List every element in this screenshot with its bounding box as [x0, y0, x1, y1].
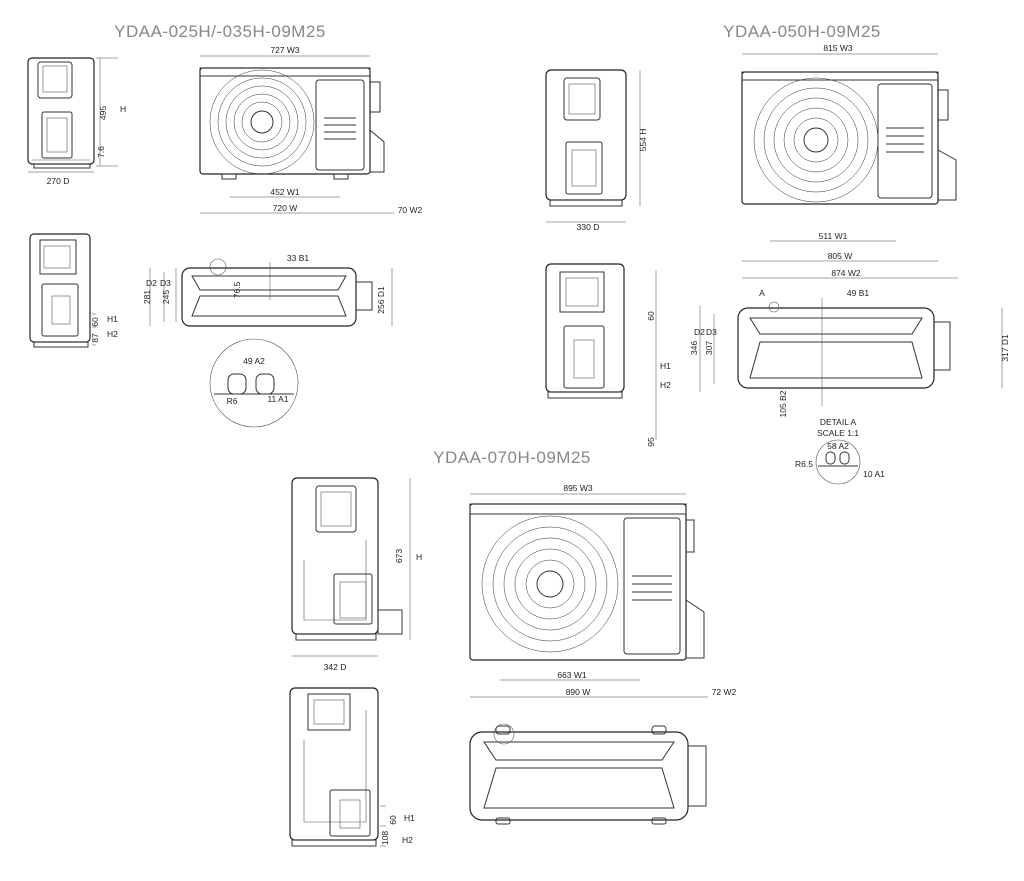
model-c-h1-value: 60 [388, 815, 398, 825]
model-a-a1: 11 A1 [267, 394, 288, 404]
model-b-w2: 874 W2 [831, 268, 861, 278]
model-b-side-view: 554 H 330 D [545, 69, 648, 232]
model-b-h1-label: H1 [660, 361, 671, 371]
model-b-radius: R6.5 [795, 459, 813, 469]
model-b-b1: 49 B1 [847, 288, 869, 298]
model-a-radius: R6 [227, 396, 238, 406]
model-b-detail-marker: A [759, 288, 765, 298]
model-a-c765: 76.5 [232, 281, 242, 298]
model-b-d2-value: 346 [689, 341, 699, 355]
model-b-height: 554 H [638, 129, 648, 152]
model-c-w: 890 W [566, 687, 591, 697]
model-b-rear-view: 60 H1 H2 95 [545, 263, 671, 447]
model-b-front-view: 815 W3 511 W1 805 W 874 W2 [741, 43, 958, 279]
model-c-front-view: 895 W3 663 W1 890 W 72 W2 [469, 483, 737, 698]
model-a-top-view: 33 B1 D2 D3 281 245 76.5 256 D1 49 A2 R6… [142, 253, 393, 428]
title-model-b: YDAA-050H-09M25 [723, 22, 881, 41]
model-b-depth: 330 D [577, 222, 600, 232]
model-b-detail-scale: SCALE 1:1 [817, 428, 859, 438]
model-c-h2-label: H2 [402, 835, 413, 845]
model-a-side-view: 495 H 7.6 270 D [27, 57, 126, 186]
model-b-h2-label: H2 [660, 380, 671, 390]
model-a-h2-value: 87 [90, 333, 100, 343]
model-c-side-view: 673 H 342 D [291, 477, 422, 672]
model-b-d1: 317 D1 [1000, 334, 1010, 362]
model-a-height-label: H [120, 104, 126, 114]
model-a-d1-value: 256 D1 [376, 286, 386, 314]
model-c-h2-value: 108 [380, 831, 390, 845]
model-b-a1: 10 A1 [863, 469, 885, 479]
model-c-height-label: H [416, 552, 422, 562]
title-model-c: YDAA-070H-09M25 [433, 448, 591, 467]
model-c-w1: 663 W1 [557, 670, 587, 680]
model-b-d2-label: D2 [694, 327, 705, 337]
model-b-b2: 105 B2 [778, 390, 788, 417]
model-a-rear-view: 60 87 H1 H2 [29, 233, 118, 348]
model-a-h1-label: H1 [107, 314, 118, 324]
model-a-d3-value: 245 [161, 290, 171, 304]
model-c-top-view [469, 723, 707, 825]
model-a-w1: 452 W1 [270, 187, 300, 197]
model-a-depth: 270 D [47, 176, 70, 186]
model-a-foot-height: 7.6 [96, 146, 106, 158]
model-c-depth: 342 D [324, 662, 347, 672]
model-b-a2: 58 A2 [827, 441, 849, 451]
model-a-a2: 49 A2 [243, 356, 265, 366]
model-a-d3-label: D3 [160, 278, 171, 288]
model-b-v95: 95 [646, 437, 656, 447]
model-a-d2-value: 281 [142, 290, 152, 304]
model-c-height-value: 673 [394, 549, 404, 563]
model-b-v60: 60 [646, 311, 656, 321]
model-c-h1-label: H1 [404, 813, 415, 823]
model-a-front-view: 727 W3 452 W1 720 W 70 W2 [199, 45, 423, 215]
model-c-w3: 895 W3 [563, 483, 593, 493]
model-b-detail-title: DETAIL A [820, 417, 857, 427]
model-b-top-view: A 49 B1 D2 D3 346 307 317 D1 105 B2 DETA… [689, 288, 1010, 485]
model-a-h1-value: 60 [90, 317, 100, 327]
model-a-w3: 727 W3 [270, 45, 300, 55]
model-a-w: 720 W [273, 203, 298, 213]
model-c-rear-view: 60 108 H1 H2 [289, 687, 415, 847]
model-a-w2: 70 W2 [398, 205, 423, 215]
model-c-w2: 72 W2 [712, 687, 737, 697]
model-b-d3-label: D3 [706, 327, 717, 337]
model-b-w: 805 W [828, 251, 853, 261]
model-b-w1: 511 W1 [819, 231, 848, 241]
model-a-h2-label: H2 [107, 329, 118, 339]
model-a-d2-label: D2 [146, 278, 157, 288]
model-a-b1: 33 B1 [287, 253, 309, 263]
model-b-w3: 815 W3 [823, 43, 853, 53]
title-model-a: YDAA-025H/-035H-09M25 [114, 22, 326, 41]
model-b-d3-value: 307 [704, 341, 714, 355]
model-a-height-value: 495 [98, 106, 108, 120]
